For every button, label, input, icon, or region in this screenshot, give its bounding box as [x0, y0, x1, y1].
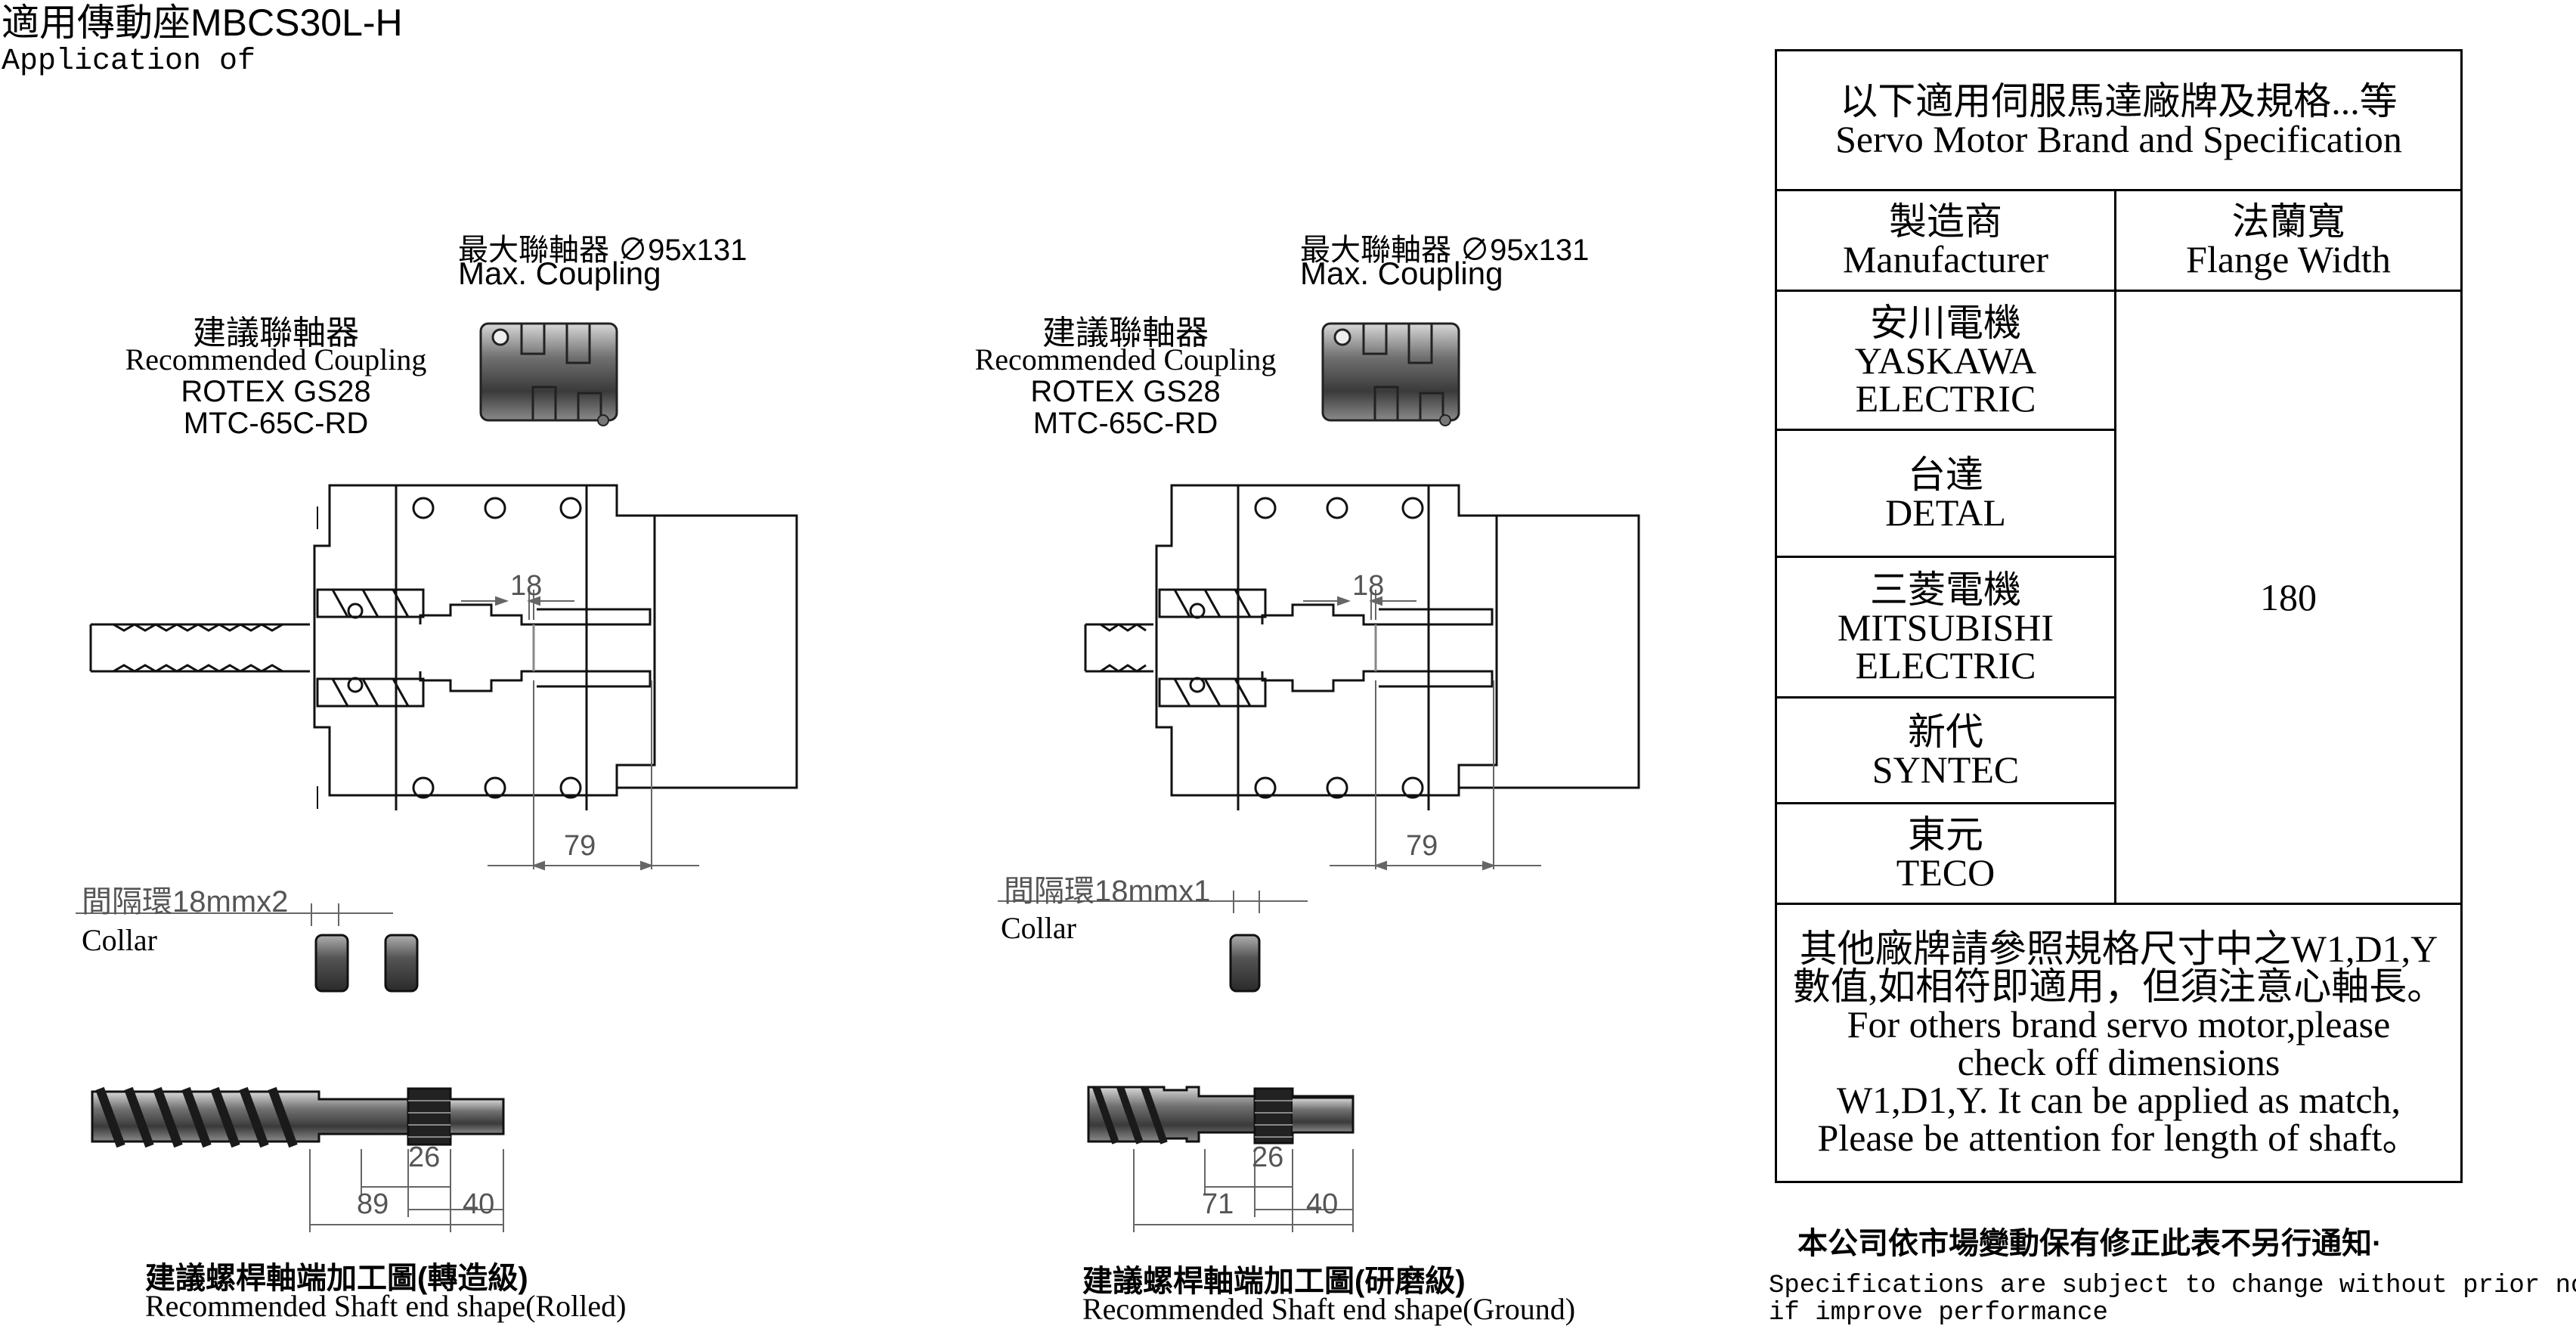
- brand-cn: 台達: [1908, 453, 1983, 496]
- col-header-flange-width: 法蘭寬 Flange Width: [2114, 189, 2463, 292]
- dim-79-middle: 79: [1406, 830, 1438, 862]
- shaft-label-cn-left: 建議螺桿軸端加工圖(轉造級): [145, 1262, 528, 1295]
- footer-notice-en-2: if improve performance: [1769, 1299, 2108, 1327]
- dim-18-middle: 18: [1352, 570, 1385, 602]
- collar-label-cn-middle: 間隔環18mmx1: [1004, 875, 1211, 908]
- rec-coupling-model1-left: ROTEX GS28: [181, 375, 371, 408]
- spec-heading-en: Servo Motor Brand and Specification: [1835, 118, 2402, 160]
- dimension-lines-left: [76, 590, 699, 926]
- note-cn-line-1: 其他廠牌請參照規格尺寸中之W1,D1,Y: [1799, 927, 2438, 970]
- col-header-manufacturer: 製造商 Manufacturer: [1775, 189, 2116, 292]
- max-coupling-label-en-left: Max. Coupling: [458, 256, 661, 291]
- spec-table-heading: 以下適用伺服馬達廠牌及規格...等 Servo Motor Brand and …: [1775, 49, 2463, 191]
- brand-cell: 東元 TECO: [1775, 802, 2116, 905]
- shaft-image-left: [91, 1086, 505, 1148]
- rec-coupling-label-cn-left: 建議聯軸器: [193, 314, 359, 352]
- brand-en: TECO: [1896, 851, 1995, 894]
- col-manufacturer-cn: 製造商: [1889, 200, 2002, 243]
- brand-cn: 三菱電機: [1870, 568, 2021, 611]
- dim-26-left: 26: [408, 1142, 441, 1173]
- brand-en: YASKAWA: [1854, 339, 2037, 382]
- rec-coupling-model2-left: MTC-65C-RD: [183, 407, 369, 440]
- brand-cn: 安川電機: [1870, 301, 2021, 344]
- max-coupling-label-cn-middle: 最大聯軸器 ∅95x131: [1300, 234, 1590, 267]
- collar-rings-left: [314, 934, 419, 993]
- page-title: 適用傳動座MBCS30L-H: [2, 2, 403, 44]
- col-flange-en: Flange Width: [2186, 238, 2391, 280]
- coupling-image-middle: [1321, 322, 1460, 426]
- collar-label-cn-left: 間隔環18mmx2: [82, 885, 289, 919]
- rec-coupling-label-en-middle: Recommended Coupling: [974, 342, 1277, 376]
- dim-40-middle: 40: [1306, 1188, 1339, 1220]
- note-en-line-2: check off dimensions: [1957, 1040, 2280, 1083]
- footer-notice-cn: 本公司依市場變動保有修正此表不另行通知·: [1797, 1227, 2382, 1260]
- shaft-label-en-middle: Recommended Shaft end shape(Ground): [1082, 1292, 1576, 1326]
- collar-label-en-middle: Collar: [1001, 911, 1076, 945]
- brand-cell: 台達 DETAL: [1775, 429, 2116, 558]
- brand-en-2: ELECTRIC: [1855, 643, 2036, 686]
- dim-71-middle: 71: [1202, 1188, 1234, 1220]
- spec-table-note: 其他廠牌請參照規格尺寸中之W1,D1,Y 數值,如相符即適用，但須注意心軸長。 …: [1775, 903, 2463, 1183]
- brand-en-2: ELECTRIC: [1855, 376, 2036, 420]
- dimension-lines-middle: [998, 590, 1541, 913]
- dim-89-left: 89: [357, 1188, 389, 1220]
- shaft-label-cn-middle: 建議螺桿軸端加工圖(研磨級): [1082, 1265, 1466, 1298]
- rec-coupling-model1-middle: ROTEX GS28: [1030, 375, 1221, 408]
- coupling-image-left: [479, 322, 618, 426]
- collar-label-en-left: Collar: [82, 923, 157, 957]
- brand-cell: 安川電機 YASKAWA ELECTRIC: [1775, 290, 2116, 431]
- dim-18-left: 18: [510, 570, 543, 602]
- housing-drawing-left: [89, 484, 798, 810]
- col-manufacturer-en: Manufacturer: [1842, 238, 2049, 280]
- brand-cell: 新代 SYNTEC: [1775, 696, 2116, 804]
- brand-en: MITSUBISHI: [1837, 606, 2054, 649]
- brand-cn: 東元: [1908, 813, 1983, 856]
- rec-coupling-label-en-left: Recommended Coupling: [125, 342, 427, 376]
- max-coupling-label-en-middle: Max. Coupling: [1300, 256, 1503, 291]
- dim-40-left: 40: [463, 1188, 495, 1220]
- spec-heading-cn: 以下適用伺服馬達廠牌及規格...等: [1840, 80, 2398, 122]
- rec-coupling-label-cn-middle: 建議聯軸器: [1042, 314, 1209, 352]
- note-cn-line-2: 數值,如相符即適用，但須注意心軸長。: [1792, 965, 2445, 1008]
- page-subtitle: Application of: [2, 45, 256, 79]
- dim-26-middle: 26: [1252, 1142, 1284, 1173]
- footer-notice-en-1: Specifications are subject to change wit…: [1769, 1272, 2576, 1300]
- note-en-line-3: W1,D1,Y. It can be applied as match,: [1836, 1078, 2401, 1121]
- max-coupling-label-cn-left: 最大聯軸器 ∅95x131: [458, 234, 748, 267]
- flange-width-value: 180: [2114, 290, 2463, 905]
- dim-79-left: 79: [564, 830, 596, 862]
- shaft-dimensions-middle: [1133, 1149, 1354, 1232]
- shaft-image-middle: [1087, 1086, 1355, 1145]
- housing-drawing-middle: [1084, 484, 1640, 810]
- collar-ring-middle: [1229, 934, 1261, 993]
- note-en-line-1: For others brand servo motor,please: [1847, 1002, 2391, 1046]
- shaft-label-en-left: Recommended Shaft end shape(Rolled): [145, 1289, 627, 1323]
- col-flange-cn: 法蘭寬: [2231, 200, 2345, 243]
- note-en-line-4: Please be attention for length of shaft。: [1817, 1116, 2420, 1159]
- servo-spec-table: 以下適用伺服馬達廠牌及規格...等 Servo Motor Brand and …: [1775, 49, 2463, 1183]
- brand-cell: 三菱電機 MITSUBISHI ELECTRIC: [1775, 556, 2116, 699]
- shaft-dimensions-left: [309, 1149, 504, 1232]
- rec-coupling-model2-middle: MTC-65C-RD: [1033, 407, 1218, 440]
- brand-en: DETAL: [1885, 491, 2006, 534]
- brand-en: SYNTEC: [1872, 748, 2020, 791]
- brand-cn: 新代: [1908, 710, 1983, 753]
